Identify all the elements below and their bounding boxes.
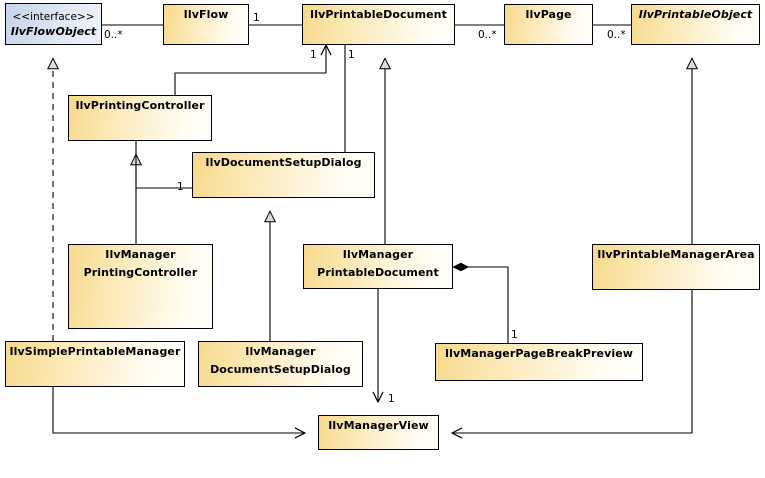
class-name-label: IlvManagerPageBreakPreview [444, 347, 634, 360]
class-node-ilvflowobject[interactable]: <<interface>> IlvFlowObject [5, 3, 102, 45]
class-name-label: IlvPage [525, 8, 572, 21]
class-node-ilvmanagerprintabledocument[interactable]: IlvManager PrintableDocument [303, 244, 453, 289]
class-name-label-line1: IlvManager [105, 248, 176, 261]
class-node-ilvsimpleprintablemanager[interactable]: IlvSimplePrintableManager [5, 341, 185, 387]
class-name-label: IlvManagerView [328, 419, 429, 432]
stereotype-label: <<interface>> [12, 10, 95, 23]
class-node-ilvmanagerview[interactable]: IlvManagerView [318, 415, 439, 450]
class-node-ilvmanagerpagebreakpreview[interactable]: IlvManagerPageBreakPreview [435, 343, 643, 381]
class-node-ilvprintablemanagerarea[interactable]: IlvPrintableManagerArea [592, 244, 760, 290]
multiplicity-label-controller-setupdialog: 1 [177, 181, 184, 193]
edge-composition-managerprintabledocument-pagebreakpreview [453, 267, 509, 343]
class-name-label-line2: DocumentSetupDialog [210, 363, 351, 376]
class-node-ilvmanagerdocumentsetupdialog[interactable]: IlvManager DocumentSetupDialog [198, 341, 363, 387]
class-name-label: IlvPrintableManagerArea [597, 248, 755, 261]
class-name-label: IlvPrintableObject [638, 8, 753, 21]
class-name-label-line2: PrintingController [83, 266, 198, 279]
class-name-label: IlvSimplePrintableManager [9, 345, 181, 358]
class-node-ilvmanagerprintingcontroller[interactable]: IlvManager PrintingController [68, 244, 213, 329]
multiplicity-label-printingcontroller-document: 1 [310, 49, 317, 61]
class-name-label: IlvPrintingController [75, 99, 205, 112]
class-name-label-line1: IlvManager [245, 345, 316, 358]
class-name-label: IlvDocumentSetupDialog [205, 156, 362, 169]
multiplicity-label-flow-printabledocument: 1 [253, 12, 260, 24]
multiplicity-label-setupdialog-document: 1 [348, 49, 355, 61]
edge-association-printingcontroller-printabledocument [174, 45, 326, 95]
multiplicity-label-flowobject-flow: 0..* [104, 29, 123, 41]
class-name-label: IlvFlowObject [10, 24, 97, 38]
multiplicity-label-managerview: 1 [388, 393, 395, 405]
class-name-label-line1: IlvManager [342, 248, 414, 261]
class-name-label: IlvPrintableDocument [310, 8, 447, 21]
class-node-ilvdocumentsetupdialog[interactable]: IlvDocumentSetupDialog [192, 152, 375, 198]
class-node-ilvpage[interactable]: IlvPage [504, 4, 593, 45]
multiplicity-label-pagebreakpreview: 1 [511, 329, 518, 341]
class-name-label: IlvFlow [183, 8, 229, 21]
multiplicity-label-page-printabledocument: 0..* [478, 29, 497, 41]
class-name-label-line2: PrintableDocument [317, 266, 439, 279]
class-node-ilvprintabledocument[interactable]: IlvPrintableDocument [302, 4, 455, 45]
edge-association-simpleprintablemanager-managerview [52, 387, 305, 433]
multiplicity-label-printableobject-page: 0..* [607, 29, 626, 41]
class-node-ilvprintingcontroller[interactable]: IlvPrintingController [68, 95, 212, 141]
class-node-ilvflow[interactable]: IlvFlow [163, 4, 249, 45]
class-node-ilvprintableobject[interactable]: IlvPrintableObject [631, 4, 760, 45]
